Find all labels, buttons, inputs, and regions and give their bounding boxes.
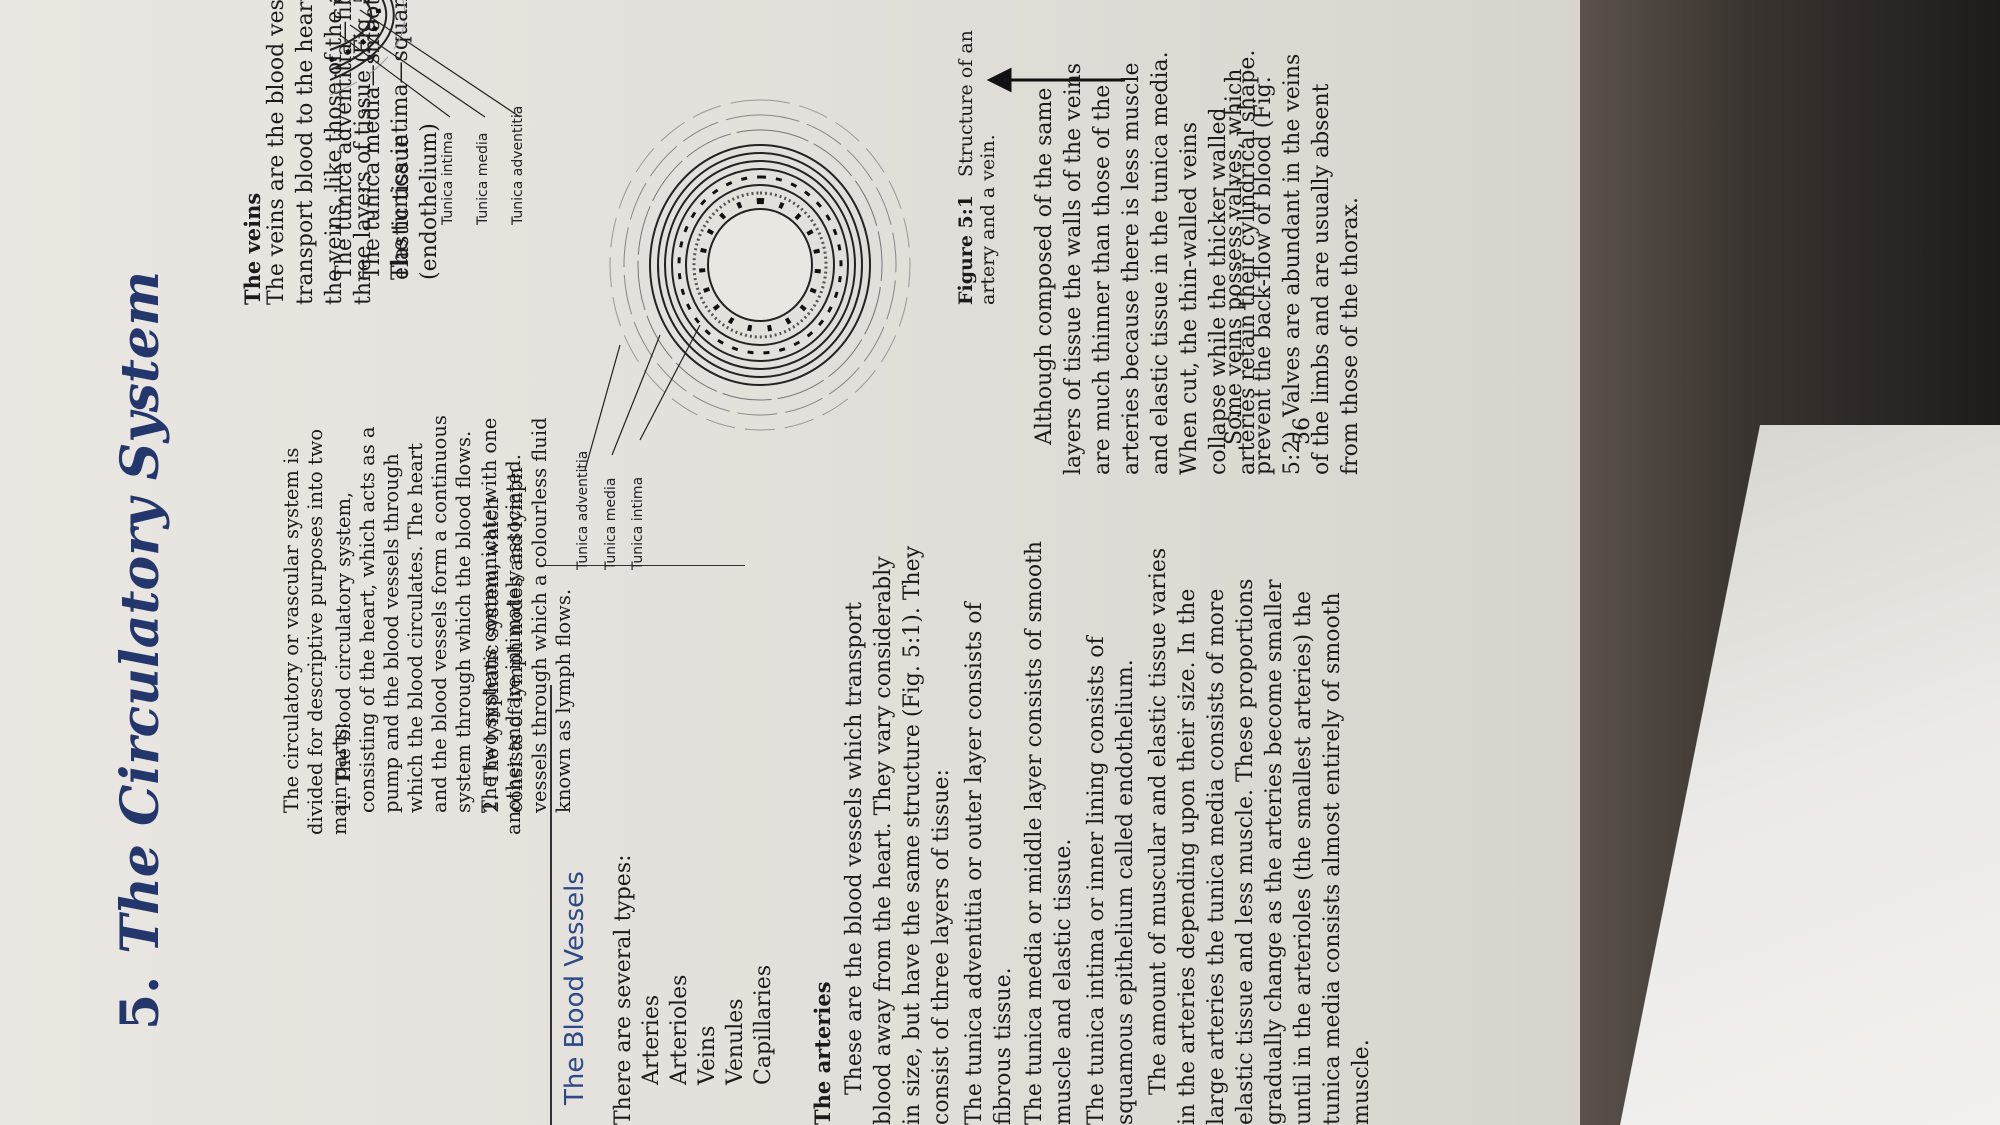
artery-label-intima: Tunica intima	[630, 476, 646, 570]
page-number: 56	[1290, 417, 1315, 445]
vein-label-adventitia: Tunica adventitia	[510, 105, 526, 225]
vein-label-media: Tunica media	[475, 132, 491, 225]
veins-paragraph-3: Some veins possess valves, which prevent…	[1222, 53, 1363, 475]
artery-label-adventitia: Tunica adventitia	[575, 450, 591, 570]
figure-caption: Figure 5:1Structure of an artery and a v…	[955, 0, 999, 305]
artery-label-media: Tunica media	[603, 477, 619, 570]
page-content: 5.The Circulatory System The circulatory…	[110, 0, 1374, 1125]
vein-label-intima: Tunica intima	[440, 131, 456, 225]
vein-cross-section	[329, 0, 406, 96]
figure-caption-label: Figure 5:1	[955, 195, 977, 305]
artery-cross-section	[609, 99, 911, 431]
vessel-figure	[329, 0, 1125, 471]
